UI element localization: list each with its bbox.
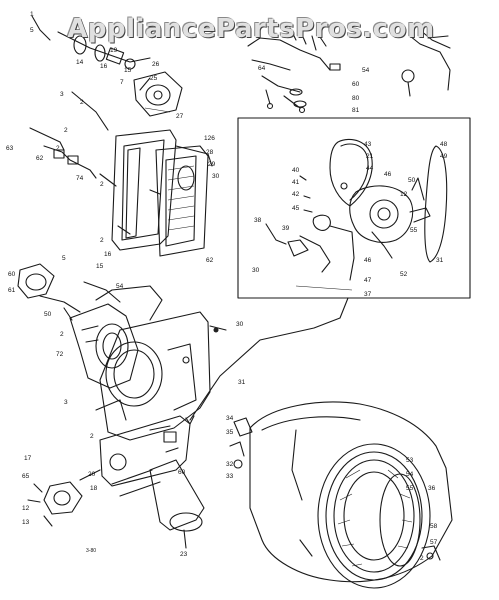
callout: 35 [226,429,234,436]
callout: 53 [406,457,414,464]
callout: 16 [104,251,112,258]
callout: 49 [440,153,448,160]
callout: 60 [352,81,360,88]
callout: 65 [22,473,30,480]
callout: 2 [90,433,94,440]
callout: 45 [292,205,300,212]
blower-housing [17,263,163,389]
callout: 48 [440,141,448,148]
callout: 80 [352,95,360,102]
callout: 5 [30,27,34,34]
callout: 2 [80,99,84,106]
callout: 60 [8,271,16,278]
callout: 39 [282,225,290,232]
motor-pulley-assembly [31,15,183,117]
callout: 47 [364,277,372,284]
callout: 33 [226,473,234,480]
callout: 2 [420,555,424,562]
exhaust-duct [27,459,205,549]
callout: 2 [100,237,104,244]
callout: 31 [238,379,246,386]
drive-detail-inset [237,117,471,299]
callout: 17 [24,455,32,462]
callout: 64 [258,65,266,72]
callout: 23 [180,551,188,558]
callout: 37 [364,291,372,298]
callout: 26 [152,61,160,68]
callout: 3 [60,91,64,98]
callout: 29 [208,161,216,168]
callout: 28 [206,149,214,156]
callout: 60 [178,469,186,476]
callout: 36 [428,485,436,492]
callout: 30 [236,321,244,328]
callout: 57 [430,539,438,546]
callout: 50 [44,311,52,318]
callout: 58 [430,523,438,530]
callout: 62 [36,155,44,162]
leader-line [189,297,349,421]
callout: 19 [110,47,118,54]
callout: 2 [56,145,60,152]
callout: 46 [384,171,392,178]
callout: 3 [64,399,68,406]
callout-numbers: 1 5 14 16 15 7 19 26 25 27 3 2 2 63 62 2… [6,11,448,562]
callout: 34 [226,415,234,422]
callout: 50 [408,177,416,184]
callout: 126 [204,135,215,142]
callout: 21 [366,153,374,160]
callout: 12 [400,191,408,198]
callout: 74 [76,175,84,182]
callout: 12 [22,505,30,512]
callout: 15 [124,67,132,74]
callout: 61 [8,287,16,294]
callout: 20 [88,471,96,478]
diagram-stamp: 3-80 [86,548,96,554]
heater-duct-assembly [29,91,213,257]
callout: 40 [292,167,300,174]
callout: 2 [60,331,64,338]
callout: 41 [292,179,300,186]
callout: 25 [150,75,158,82]
callout: 27 [176,113,184,120]
callout: 54 [406,471,414,478]
callout: 1 [30,11,34,18]
callout: 30 [252,267,260,274]
callout: 2 [100,181,104,188]
callout: 43 [364,141,372,148]
leader-arrow [185,415,195,425]
callout: 81 [352,107,360,114]
wiring-harness [247,27,451,114]
callout: 55 [410,227,418,234]
callout: 55 [406,485,414,492]
callout: 42 [292,191,300,198]
callout: 72 [56,351,64,358]
callout: 54 [362,67,370,74]
callout: 30 [212,173,220,180]
callout: 32 [226,461,234,468]
callout: 7 [120,79,124,86]
callout: 18 [90,485,98,492]
callout: 2 [64,127,68,134]
callout: 16 [100,63,108,70]
callout: 44 [366,165,374,172]
callout: 38 [254,217,262,224]
callout: 52 [400,271,408,278]
dryer-drum [229,401,453,589]
callout: 62 [206,257,214,264]
callout: 63 [6,145,14,152]
callout: 31 [436,257,444,264]
callout: 14 [76,59,84,66]
callout: 15 [96,263,104,270]
callout: 54 [116,283,124,290]
front-bulkhead [95,311,227,487]
callout: 46 [364,257,372,264]
callout: 13 [22,519,30,526]
callout: 5 [62,255,66,262]
